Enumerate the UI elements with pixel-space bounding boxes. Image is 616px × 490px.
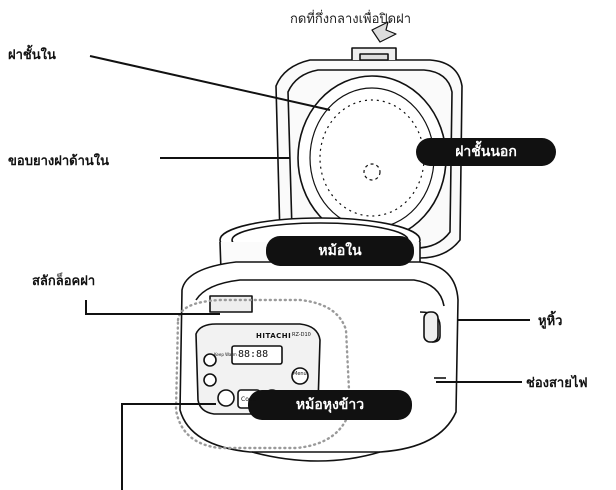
press-arrow bbox=[371, 21, 397, 43]
label-inner-lid: ฝาชั้นใน bbox=[8, 48, 56, 63]
label-power-socket: ช่องสายไฟ bbox=[526, 376, 588, 391]
panel-model: RZ-D10 bbox=[292, 332, 311, 338]
panel-display: 88:88 bbox=[238, 349, 269, 360]
label-inner-lid-gasket: ขอบยางฝาด้านใน bbox=[8, 154, 109, 169]
panel-brand: HITACHI bbox=[256, 332, 292, 340]
label-lid-latch: สลักล็อคฝา bbox=[32, 274, 96, 289]
pill-inner-pot: หม้อใน bbox=[266, 236, 414, 266]
panel-menu-button: Menu bbox=[293, 371, 307, 377]
label-handle: หูหิ้ว bbox=[538, 314, 563, 329]
leader-rice-cooker bbox=[121, 403, 216, 490]
leader-inner-lid bbox=[89, 55, 331, 111]
control-panel-dotted-outline bbox=[174, 298, 352, 450]
pill-rice-cooker: หม้อหุงข้าว bbox=[248, 390, 412, 420]
panel-cook-button: Cook bbox=[241, 396, 257, 403]
pill-outer-lid: ฝาชั้นนอก bbox=[416, 138, 556, 166]
panel-keep-warm-label: Keep Warm bbox=[214, 352, 237, 357]
press-center-note: กดที่กึ่งกลางเพื่อปิดฝา bbox=[290, 12, 412, 27]
leader-lid-latch bbox=[85, 300, 220, 315]
